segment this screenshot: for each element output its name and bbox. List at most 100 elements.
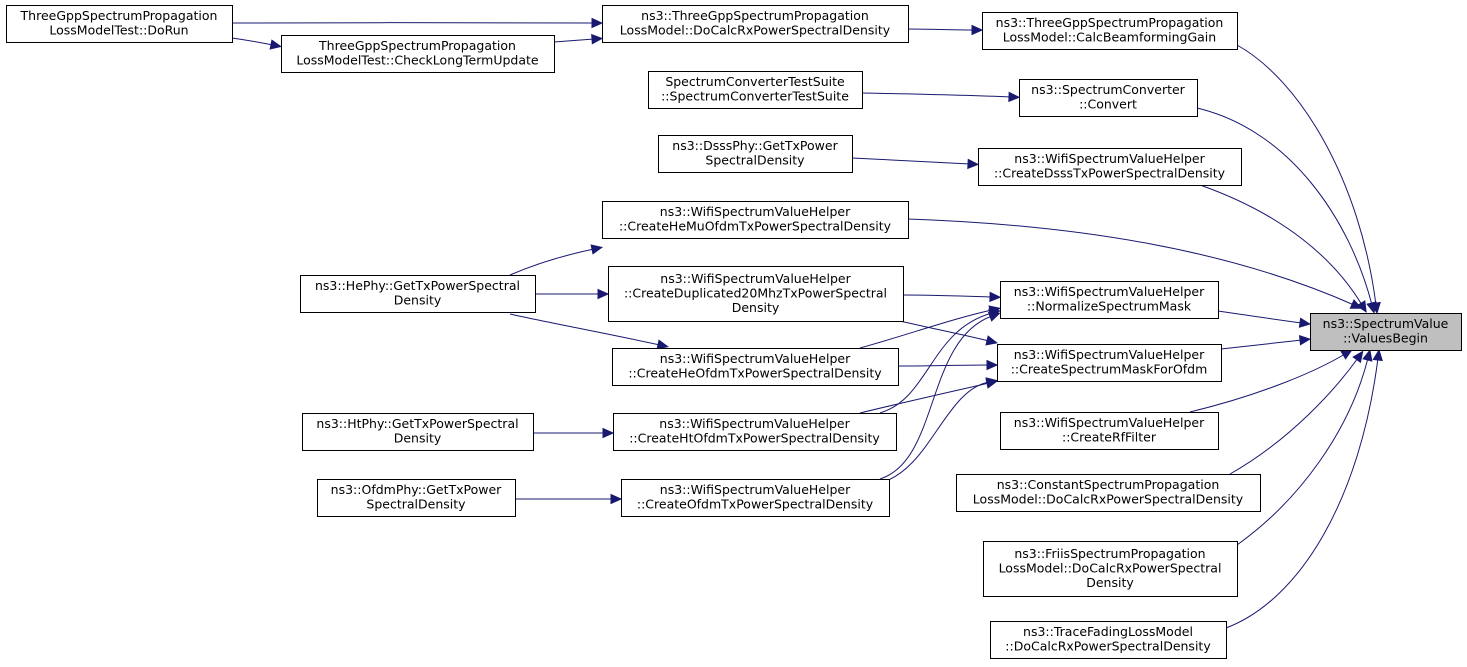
edge-hephy_get-to-create_heofdm [509,313,661,346]
node-label-line: LossModelTest::CheckLongTermUpdate [296,53,539,68]
graph-node-create-htofdm[interactable]: ns3::WifiSpectrumValueHelper::CreateHtOf… [613,413,897,451]
node-label-line: ThreeGppSpectrumPropagation [318,38,516,53]
node-label-line: LossModel::DoCalcRxPowerSpectralDensity [973,492,1244,507]
edge-normalize-to-values_begin [1217,310,1303,324]
node-label-line: SpectralDensity [366,497,466,512]
node-label-line: ::CreateOfdmTxPowerSpectralDensity [637,497,874,512]
arrowhead-icon [656,339,670,350]
edge-create_mask-to-values_begin [1220,339,1303,350]
node-box [983,541,1238,597]
arrowhead-icon [986,359,999,371]
node-label-line: ns3::SpectrumValue [1323,316,1449,331]
node-box [300,275,536,313]
graph-node-tgpp-docalc[interactable]: ns3::ThreeGppSpectrumPropagationLossMode… [602,5,909,43]
node-label-line: ::CreateSpectrumMaskForOfdm [1011,362,1208,377]
node-label-line: LossModel::CalcBeamformingGain [1003,30,1216,45]
node-box [658,135,853,173]
arrowhead-icon [1349,299,1363,309]
node-label-line: ns3::WifiSpectrumValueHelper [1014,151,1205,166]
node-label-line: ::CreateDuplicated20MhzTxPowerSpectral [624,285,887,300]
graph-node-create-rf[interactable]: ns3::WifiSpectrumValueHelper::CreateRfFi… [1000,412,1219,450]
edge-friis_docalc-to-values_begin [1236,357,1369,546]
graph-node-constant-docalc[interactable]: ns3::ConstantSpectrumPropagationLossMode… [956,474,1261,512]
arrowhead-icon [591,33,604,45]
node-label-line: ::NormalizeSpectrumMask [1027,299,1192,314]
edge-create_heofdm-to-normalize [859,309,993,349]
graph-node-test-dorun[interactable]: ThreeGppSpectrumPropagationLossModelTest… [6,5,233,43]
graph-node-tgpp-beam[interactable]: ns3::ThreeGppSpectrumPropagationLossMode… [982,12,1238,50]
node-box [612,348,899,386]
arrowhead-icon [1340,349,1353,360]
node-label-line: ns3::WifiSpectrumValueHelper [1014,347,1205,362]
edge-dsss_get-to-create_dsss [851,157,971,165]
arrowhead-icon [971,24,984,36]
node-box [956,474,1261,512]
node-label-line: ns3::HtPhy::GetTxPowerSpectral [316,416,518,431]
node-label-line: ::DoCalcRxPowerSpectralDensity [1005,639,1211,654]
node-label-line: ::CreateDsssTxPowerSpectralDensity [994,166,1226,181]
graph-node-conv-suite[interactable]: SpectrumConverterTestSuite::SpectrumConv… [648,71,863,109]
graph-node-test-check[interactable]: ThreeGppSpectrumPropagationLossModelTest… [281,35,555,73]
edge-tgpp_docalc-to-tgpp_beam [907,28,975,31]
graph-node-create-heofdm[interactable]: ns3::WifiSpectrumValueHelper::CreateHeOf… [612,348,899,386]
node-label-line: ::ValuesBegin [1343,331,1428,346]
node-label-line: LossModelTest::DoRun [49,23,188,38]
arrowhead-icon [591,17,604,29]
edge-create_ofdm-to-create_mask [879,381,990,484]
edges-layer [231,17,1383,629]
node-label-line: Density [732,300,780,315]
arrowhead-icon [1372,348,1383,362]
node-label-line: ::CreateRfFilter [1062,430,1157,445]
edge-create_rf-to-values_begin [1189,353,1346,413]
edge-conv_suite-to-conv_convert [861,92,1012,98]
graph-node-conv-convert[interactable]: ns3::SpectrumConverter::Convert [1019,79,1198,117]
arrowhead-icon [597,288,610,300]
graph-node-friis-docalc[interactable]: ns3::FriisSpectrumPropagationLossModel::… [983,541,1238,597]
edge-create_ofdm-to-normalize [879,315,993,480]
graph-node-values-begin[interactable]: ns3::SpectrumValue::ValuesBegin [1310,313,1462,351]
node-box [608,266,904,322]
node-box [648,71,863,109]
node-label-line: ns3::ThreeGppSpectrumPropagation [996,15,1224,30]
node-label-line: SpectrumConverterTestSuite [665,74,845,89]
node-box [602,201,909,239]
node-label-line: ::SpectrumConverterTestSuite [661,89,849,104]
node-label-line: LossModel::DoCalcRxPowerSpectral [999,560,1222,575]
node-label-line: ns3::WifiSpectrumValueHelper [660,271,851,286]
arrowhead-icon [987,311,1001,322]
graph-node-create-hemu[interactable]: ns3::WifiSpectrumValueHelper::CreateHeMu… [602,201,909,239]
edge-test_dorun-to-test_check [231,37,274,46]
arrowhead-icon [1298,317,1312,328]
node-box [978,148,1242,186]
graph-node-create-dup20[interactable]: ns3::WifiSpectrumValueHelper::CreateDupl… [608,266,904,322]
edge-create_dsss-to-values_begin [1199,184,1363,306]
node-box [302,413,534,451]
node-label-line: ns3::WifiSpectrumValueHelper [660,482,851,497]
arrowhead-icon [989,291,1002,303]
node-label-line: LossModel::DoCalcRxPowerSpectralDensity [620,23,891,38]
arrowhead-icon [602,427,615,439]
graph-node-create-ofdm[interactable]: ns3::WifiSpectrumValueHelper::CreateOfdm… [621,479,890,517]
graph-node-trace-docalc[interactable]: ns3::TraceFadingLossModel::DoCalcRxPower… [990,621,1227,659]
graph-node-create-dsss[interactable]: ns3::WifiSpectrumValueHelper::CreateDsss… [978,148,1242,186]
node-label-line: ns3::ThreeGppSpectrumPropagation [641,8,869,23]
graph-node-create-mask[interactable]: ns3::WifiSpectrumValueHelper::CreateSpec… [997,344,1222,382]
graph-node-normalize[interactable]: ns3::WifiSpectrumValueHelper::NormalizeS… [1000,281,1219,319]
node-box [1019,79,1198,117]
node-label-line: Density [394,431,442,446]
edge-create_htofdm-to-normalize [879,312,993,414]
edge-test_check-to-tgpp_docalc [553,38,595,43]
node-box [621,479,890,517]
node-box [982,12,1238,50]
arrowhead-icon [269,39,283,50]
node-label-line: SpectralDensity [705,153,805,168]
edge-create_hemu-to-values_begin [907,218,1355,306]
node-label-line: Density [1086,575,1134,590]
arrowhead-icon [1352,350,1364,364]
arrowhead-icon [590,244,604,255]
